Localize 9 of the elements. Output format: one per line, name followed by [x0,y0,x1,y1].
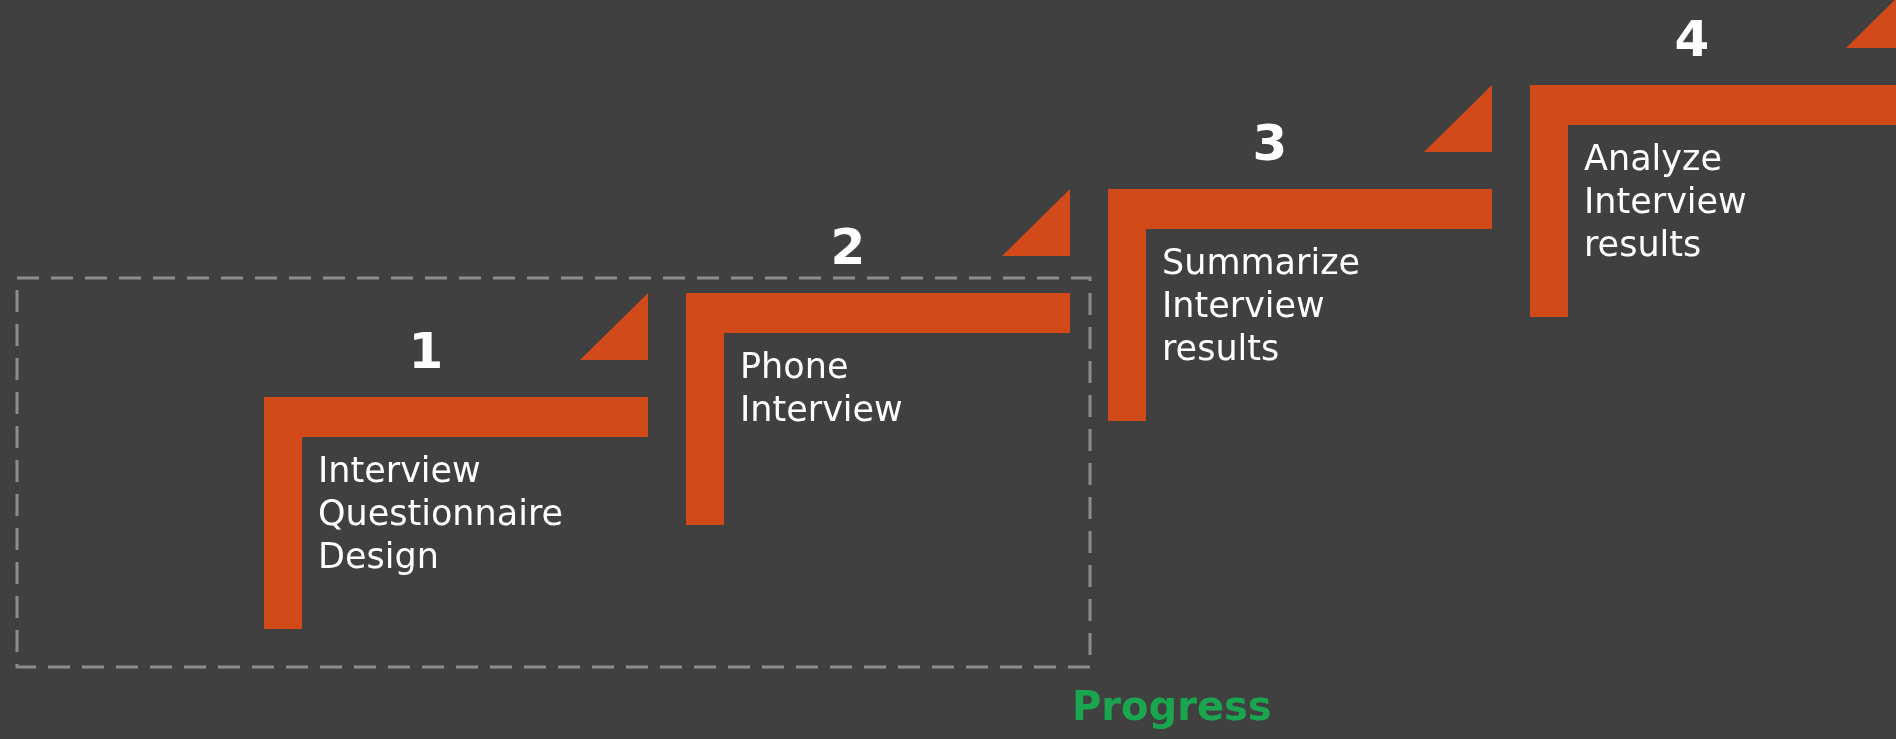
step-number: 1 [407,323,445,379]
step-label: Summarize Interview results [1162,241,1362,370]
step-label: Analyze Interview results [1584,137,1748,266]
step-number: 3 [1251,115,1289,171]
step-number: 4 [1673,11,1711,67]
step-number: 2 [829,219,867,275]
frame-caption: Progress [1072,683,1272,729]
step-label: Interview Questionnaire Design [318,449,565,578]
step-label: Phone Interview [740,345,904,431]
